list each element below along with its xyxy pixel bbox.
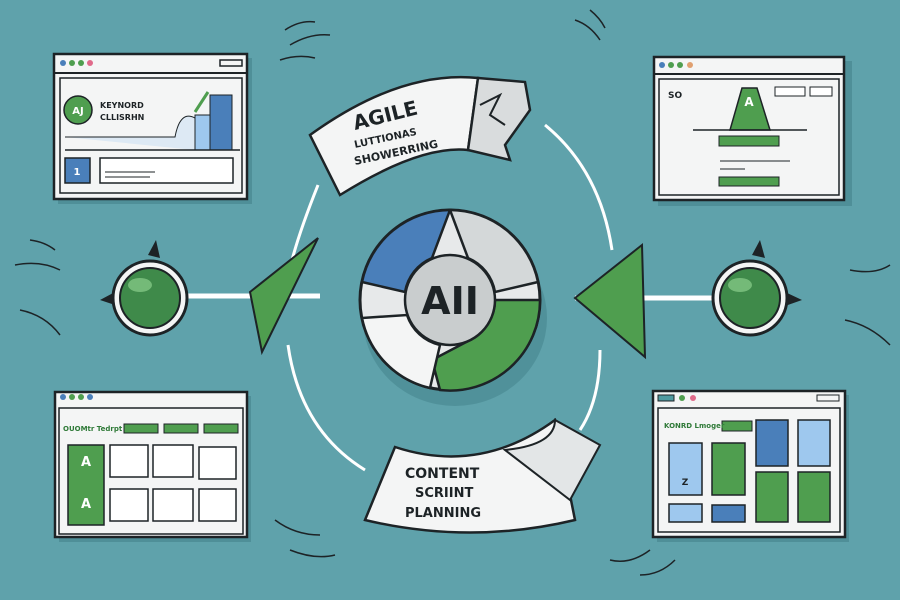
br-heading: KONRD Lmoger (664, 422, 725, 430)
bl-button-2 (163, 423, 199, 434)
bl-button-3 (203, 423, 239, 434)
connector-arc-top-left (290, 184, 320, 261)
connector-arc-bottom-left (286, 344, 366, 472)
browser-window-icon-top-left: AJ KEYNORD CLLISRHN 1 (52, 52, 252, 204)
globe-ball-icon-right (711, 240, 802, 337)
br-tile-label: Z (682, 478, 689, 488)
top-banner: AGILE LUTTIONAS SHOWERRING (308, 75, 532, 197)
motion-strokes (14, 9, 891, 576)
globe-ball-icon-left (100, 240, 189, 337)
bottom-banner-line-1: CONTENT (405, 466, 480, 482)
connector-arc-top-right (544, 123, 614, 251)
triangle-arrow-icon-right (573, 242, 647, 360)
connector-arc-bottom-right (578, 349, 602, 431)
bl-heading: OUOMtr Tedrpt (63, 425, 123, 433)
bottom-banner-line-2: SCRIINT (415, 486, 473, 501)
triangle-arrow-icon-left (248, 237, 319, 356)
browser-window-icon-bottom-left: OUOMtr Tedrpt A A (53, 390, 251, 542)
bl-card-1: A (81, 455, 91, 470)
bl-card-2: A (81, 497, 91, 512)
tr-heading: SO (668, 91, 682, 101)
tl-title-1: KEYNORD (100, 101, 144, 110)
tr-badge: A (744, 95, 754, 109)
tl-tile: 1 (74, 167, 81, 178)
bottom-banner: CONTENT SCRIINT PLANNING (363, 417, 602, 534)
browser-window-icon-bottom-right: KONRD Lmoger Z (651, 389, 849, 542)
cycle-ring-icon: AII (358, 208, 547, 406)
center-label: AII (421, 279, 479, 323)
bottom-banner-line-3: PLANNING (405, 506, 481, 521)
bl-button-1 (123, 423, 159, 434)
tl-title-2: CLLISRHN (100, 113, 144, 122)
browser-window-icon-top-right: SO A (652, 55, 852, 206)
tl-badge: AJ (72, 106, 83, 117)
br-button (721, 420, 753, 432)
